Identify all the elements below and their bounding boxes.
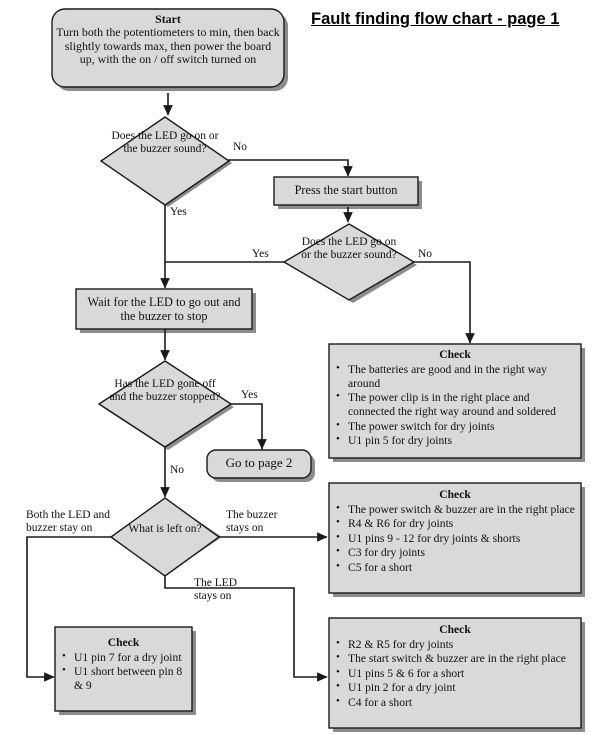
check-list-item: U1 pin 2 for a dry joint: [331, 680, 579, 695]
edge-label-d4-buzzer: The buzzer stays on: [226, 509, 278, 535]
check-list-item: The power switch for dry joints: [331, 419, 579, 434]
decision3-shape: [97, 360, 233, 448]
check-list-item: U1 pin 7 for a dry joint: [57, 650, 190, 665]
decision1-label: Does the LED go on or the buzzer sound?: [111, 130, 219, 155]
go-page2-shape: [206, 449, 312, 479]
check-list-item: C3 for dry joints: [331, 545, 579, 560]
edge-label-d3-no: No: [170, 464, 185, 476]
edge-label-d4-led: The LED stays on: [194, 577, 238, 603]
check-list-item: C4 for a short: [331, 695, 579, 710]
edge-d3-yes-to-page2: [230, 403, 267, 450]
check2-list: The power switch & buzzer are in the rig…: [331, 502, 579, 575]
decision4-label: What is left on?: [128, 523, 202, 535]
check-list-item: R4 & R6 for dry joints: [331, 516, 579, 531]
page-title: Fault finding flow chart - page 1: [311, 10, 560, 28]
check3-box: Check R2 & R5 for dry jointsThe start sw…: [331, 621, 579, 710]
edge-label-d4-both: Both the LED and buzzer stay on: [26, 509, 110, 535]
check2-heading: Check: [439, 488, 471, 501]
check4-list: U1 pin 7 for a dry jointU1 short between…: [57, 650, 190, 693]
start-body: Turn both the potentiometers to min, the…: [56, 25, 280, 66]
edge-d4-led-to-check3: [164, 570, 328, 682]
check4-heading: Check: [107, 636, 140, 649]
wait-led-shape: [75, 288, 253, 330]
edge-d1-no-to-press: [228, 159, 353, 177]
decision1-shape: [99, 116, 231, 206]
decision3-label: Has the LED gone off and the buzzer stop…: [109, 378, 221, 403]
check-list-item: R2 & R5 for dry joints: [331, 637, 579, 652]
decision2-label: Does the LED go on or the buzzer sound?: [301, 236, 397, 261]
edge-label-d2-yes: Yes: [252, 248, 269, 260]
check-list-item: The batteries are good and in the right …: [331, 362, 579, 391]
edge-d4-both-to-check4: [26, 536, 112, 682]
check-list-item: U1 short between pin 8 & 9: [57, 664, 190, 693]
start-node: Start Turn both the potentiometers to mi…: [56, 12, 280, 66]
check-list-item: The power clip is in the right place and…: [331, 390, 579, 419]
edge-label-d2-no: No: [418, 248, 433, 260]
decision2-shape: [282, 223, 416, 301]
edge-label-d1-no: No: [233, 141, 248, 153]
decision4-shape: [109, 497, 221, 577]
check1-box: Check The batteries are good and in the …: [331, 346, 579, 448]
start-shape: [51, 8, 285, 88]
check-list-item: The power switch & buzzer are in the rig…: [331, 502, 579, 517]
wait-led-label: Wait for the LED to go out and the buzze…: [87, 295, 241, 323]
check4-box: Check U1 pin 7 for a dry jointU1 short b…: [57, 634, 190, 694]
go-page2-label: Go to page 2: [225, 455, 293, 470]
check-list-item: C5 for a short: [331, 560, 579, 575]
edge-d2-no-to-check1: [413, 261, 475, 344]
check2-box: Check The power switch & buzzer are in t…: [331, 486, 579, 575]
check3-list: R2 & R5 for dry jointsThe start switch &…: [331, 637, 579, 710]
check-list-item: U1 pins 5 & 6 for a short: [331, 666, 579, 681]
check1-heading: Check: [439, 348, 471, 361]
check-list-item: U1 pins 9 - 12 for dry joints & shorts: [331, 531, 579, 546]
edge-label-d1-yes: Yes: [170, 206, 187, 218]
edge-label-d3-yes: Yes: [241, 389, 258, 401]
check-list-item: U1 pin 5 for dry joints: [331, 433, 579, 448]
check-list-item: The start switch & buzzer are in the rig…: [331, 651, 579, 666]
press-start-label: Press the start button: [294, 183, 398, 197]
check1-list: The batteries are good and in the right …: [331, 362, 579, 448]
start-heading: Start: [155, 12, 181, 26]
press-start-shape: [273, 176, 419, 206]
check3-heading: Check: [439, 623, 471, 636]
